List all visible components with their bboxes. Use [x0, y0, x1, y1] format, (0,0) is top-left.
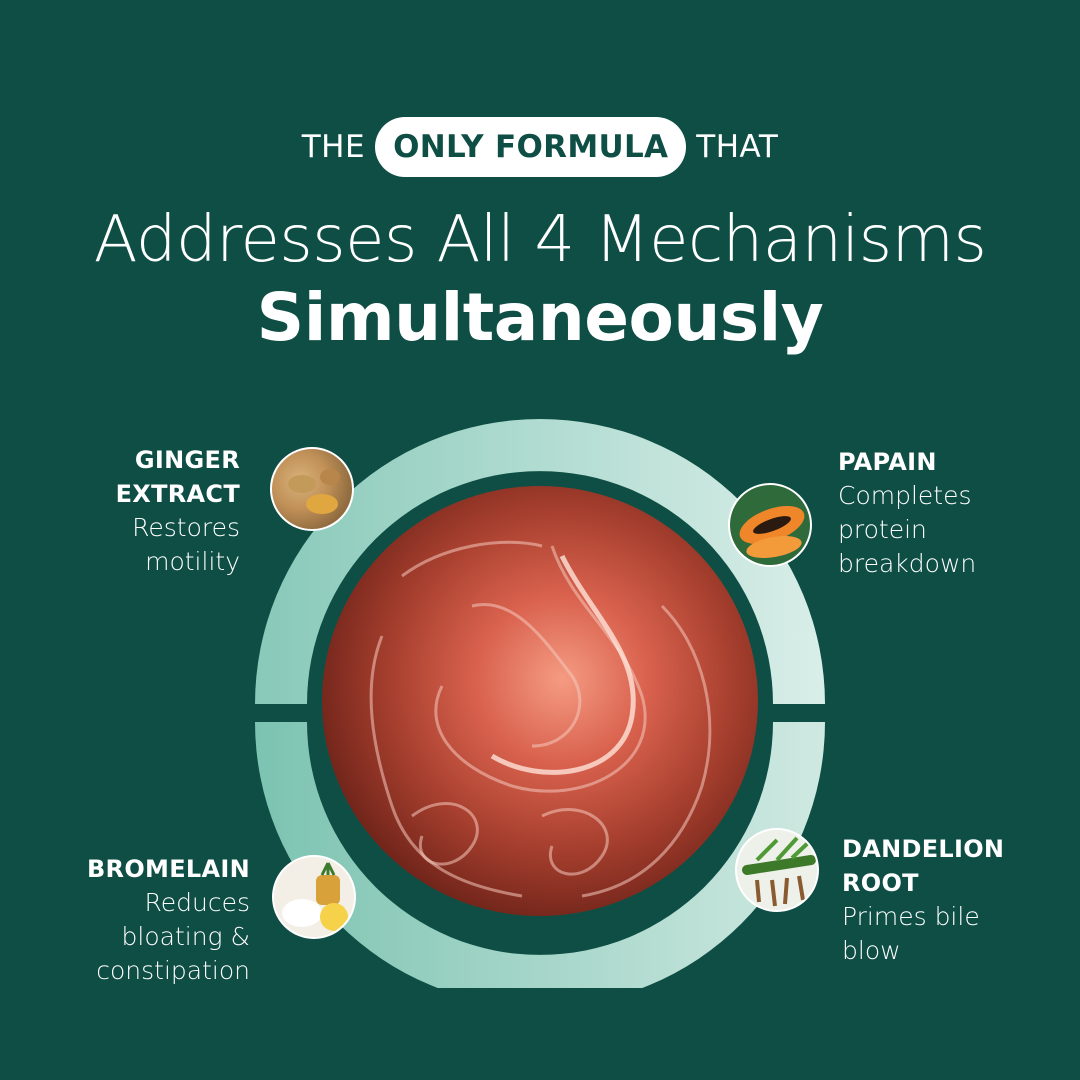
- digestive-system-image: [322, 486, 758, 916]
- pineapple-icon: [272, 855, 356, 939]
- eyebrow-post: THAT: [696, 129, 779, 165]
- ginger-title-1: GINGER: [134, 446, 240, 474]
- eyebrow-pill: ONLY FORMULA: [375, 117, 687, 177]
- ginger-desc-1: Restores: [132, 513, 240, 542]
- papain-desc-1: Completes: [838, 481, 972, 510]
- eyebrow-pre: THE: [301, 129, 366, 165]
- ingredient-bromelain: BROMELAIN Reduces bloating & constipatio…: [87, 852, 250, 988]
- headline-line1: Addresses All 4 Mechanisms: [93, 203, 987, 277]
- ingredient-dandelion: DANDELION ROOT Primes bile blow: [842, 832, 1004, 968]
- dandelion-icon: [735, 828, 819, 912]
- bromelain-desc-3: constipation: [96, 956, 250, 985]
- ingredient-papain: PAPAIN Completes protein breakdown: [838, 445, 976, 581]
- papain-desc-3: breakdown: [838, 549, 977, 578]
- bromelain-desc-2: bloating &: [121, 922, 250, 951]
- papain-title: PAPAIN: [838, 448, 937, 476]
- eyebrow: THE ONLY FORMULA THAT: [0, 117, 1080, 177]
- papain-desc-2: protein: [838, 515, 927, 544]
- headline-line2: Simultaneously: [256, 279, 824, 356]
- dandelion-title-2: ROOT: [842, 869, 919, 897]
- ingredient-ginger: GINGER EXTRACT Restores motility: [116, 443, 240, 579]
- ginger-desc-2: motility: [145, 547, 240, 576]
- mechanism-ring: [255, 419, 825, 988]
- ginger-title-2: EXTRACT: [115, 480, 240, 508]
- dandelion-desc-2: blow: [842, 936, 901, 965]
- bromelain-desc-1: Reduces: [144, 888, 251, 917]
- dandelion-title-1: DANDELION: [842, 835, 1005, 863]
- papaya-icon: [728, 483, 812, 567]
- ginger-icon: [270, 447, 354, 531]
- dandelion-desc-1: Primes bile: [842, 902, 980, 931]
- bromelain-title: BROMELAIN: [86, 855, 250, 883]
